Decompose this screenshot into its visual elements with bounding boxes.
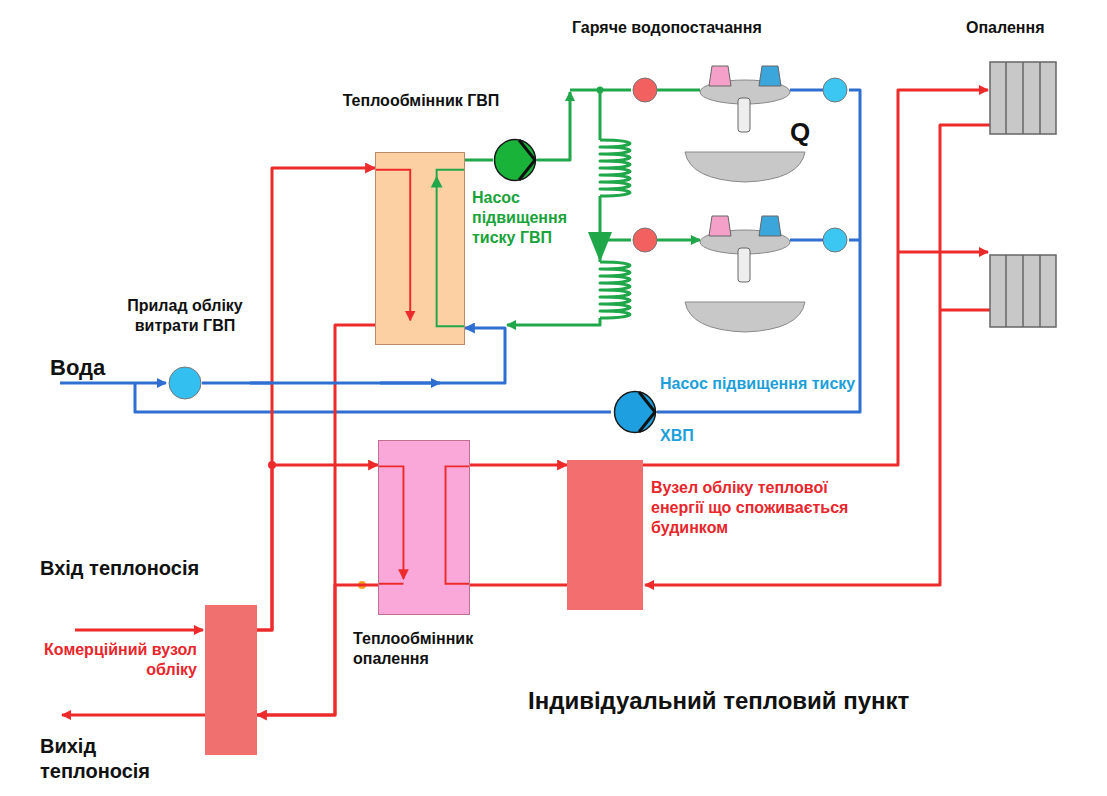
coil <box>600 262 630 318</box>
node-label: Вузел обліку теплової енергії що спожива… <box>651 478 883 538</box>
node-label: Теплообмінник ГВП <box>336 91 506 111</box>
cold-valve <box>823 228 847 252</box>
heating-supply <box>643 90 988 465</box>
cold-water-branch <box>135 383 611 412</box>
hot-supply <box>537 92 570 160</box>
cold-branch <box>849 239 860 242</box>
circulation <box>599 90 602 140</box>
tap-fixture <box>685 216 805 332</box>
node-label: Насос підвищення тиску ХВП <box>660 358 860 462</box>
equipment-box: Теплообмінник ГВП <box>375 152 465 345</box>
meter-symbol: Прилад обліку витрати ГВП <box>168 366 202 400</box>
diagram-label: Вода <box>50 354 130 382</box>
equipment-box: Вузел обліку теплової енергії що спожива… <box>567 460 643 610</box>
node-label: Насос підвищення тиску ГВП <box>472 188 594 248</box>
tap-fixture <box>685 66 805 182</box>
junction-dot <box>597 87 604 94</box>
equipment-box: Комерційний вузол обліку <box>205 605 257 755</box>
pipe-connector <box>465 159 493 162</box>
flow-arrow <box>588 232 612 262</box>
cold-riser <box>657 90 860 412</box>
hot-valve <box>633 78 657 102</box>
heating-return <box>645 125 990 585</box>
hot-valve <box>633 228 657 252</box>
circulation-return <box>507 318 600 325</box>
diagram-label: Вхід теплоносія <box>40 556 210 581</box>
diagram-label: Гаряче водопостачання <box>572 18 852 38</box>
cold-valve <box>823 78 847 102</box>
pipe-connector <box>257 168 375 630</box>
diagram-label: Опалення <box>966 18 1086 38</box>
pump-symbol: Насос підвищення тиску ХВП <box>613 390 657 434</box>
diagram-label: Вихід теплоносія <box>40 734 210 784</box>
water-inlet <box>60 382 166 385</box>
inlet-pipe <box>75 629 203 632</box>
outlet-pipe <box>62 714 205 717</box>
pump-symbol: Насос підвищення тиску ГВП <box>493 138 537 182</box>
node-label: Теплообмінник опалення <box>353 629 523 669</box>
pipe-connector <box>257 465 378 630</box>
diagram-title: Індивідуальний тепловий пункт <box>528 686 968 716</box>
coil <box>600 140 630 196</box>
heating-supply-branch <box>898 251 988 254</box>
radiator-fins <box>1006 62 1040 327</box>
node-label: Прилад обліку витрати ГВП <box>115 296 255 336</box>
pipe-connector <box>470 464 567 467</box>
heating-return-branch <box>940 309 990 312</box>
pipe-connector <box>470 584 567 587</box>
diagram-label: Q <box>790 116 820 149</box>
equipment-box: Теплообмінник опалення <box>378 440 470 615</box>
node-label: Комерційний вузол обліку <box>35 640 197 680</box>
